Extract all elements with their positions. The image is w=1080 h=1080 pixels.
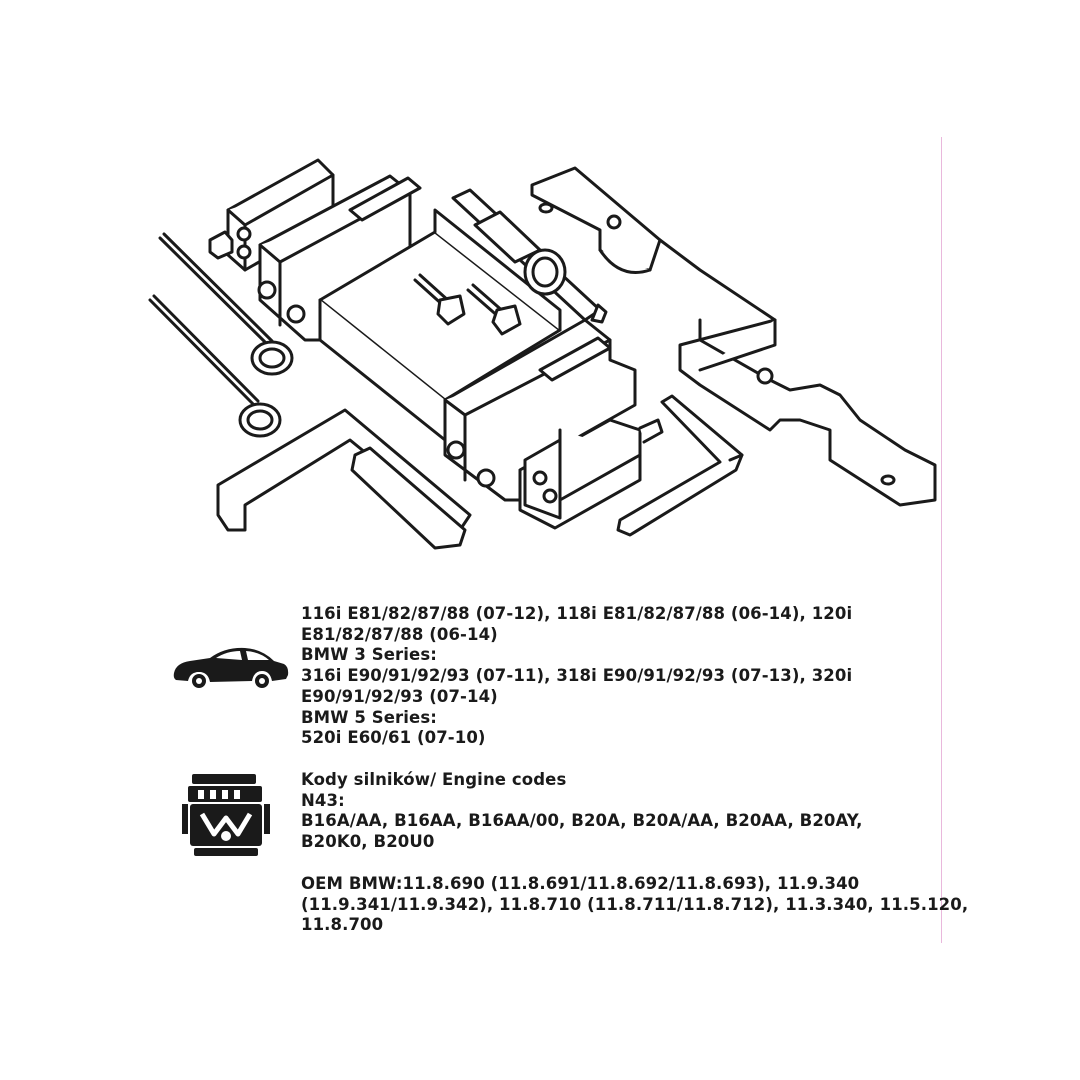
application-line: 316i E90/91/92/93 (07-11), 318i E90/91/9… — [301, 666, 853, 686]
offset-wrench — [616, 394, 744, 537]
application-line: BMW 3 Series: — [301, 645, 437, 665]
camshaft-holder-lower — [443, 318, 664, 530]
car-icon — [170, 643, 290, 693]
oem-line: (11.9.341/11.9.342), 11.8.710 (11.8.711/… — [301, 894, 969, 914]
engine-codes-heading: Kody silników/ Engine codes — [301, 770, 567, 789]
crankshaft-holder-bar — [530, 166, 937, 507]
application-line: 116i E81/82/87/88 (07-12), 118i E81/82/8… — [301, 604, 853, 623]
vehicle-applications: 116i E81/82/87/88 (07-12), 118i E81/82/8… — [301, 604, 891, 749]
locking-pin-upper — [158, 232, 294, 376]
engine-icon — [180, 768, 272, 860]
application-line: E90/91/92/93 (07-14) — [301, 686, 498, 706]
timing-tool-kit-illustration — [148, 158, 937, 550]
tensioner-tool — [451, 188, 608, 324]
bolt-right — [466, 283, 522, 336]
locking-pin-lower — [148, 294, 282, 438]
oem-line: OEM BMW:11.8.690 (11.8.691/11.8.692/11.8… — [301, 874, 860, 893]
engine-family: N43: — [301, 790, 345, 810]
l-gauge-plate — [216, 408, 472, 550]
application-line: E81/82/87/88 (06-14) — [301, 624, 498, 644]
vertical-divider — [941, 137, 942, 943]
engine-code-line: B20K0, B20U0 — [301, 832, 435, 852]
engine-code-line: B16A/AA, B16AA, B16AA/00, B20A, B20A/AA,… — [301, 811, 863, 831]
oem-line: 11.8.700 — [301, 915, 384, 935]
application-line: 520i E60/61 (07-10) — [301, 728, 486, 748]
bolt-left — [413, 273, 466, 326]
engine-codes: Kody silników/ Engine codes N43: B16A/AA… — [301, 770, 891, 853]
application-line: BMW 5 Series: — [301, 707, 437, 727]
oem-numbers: OEM BMW:11.8.690 (11.8.691/11.8.692/11.8… — [301, 874, 969, 936]
